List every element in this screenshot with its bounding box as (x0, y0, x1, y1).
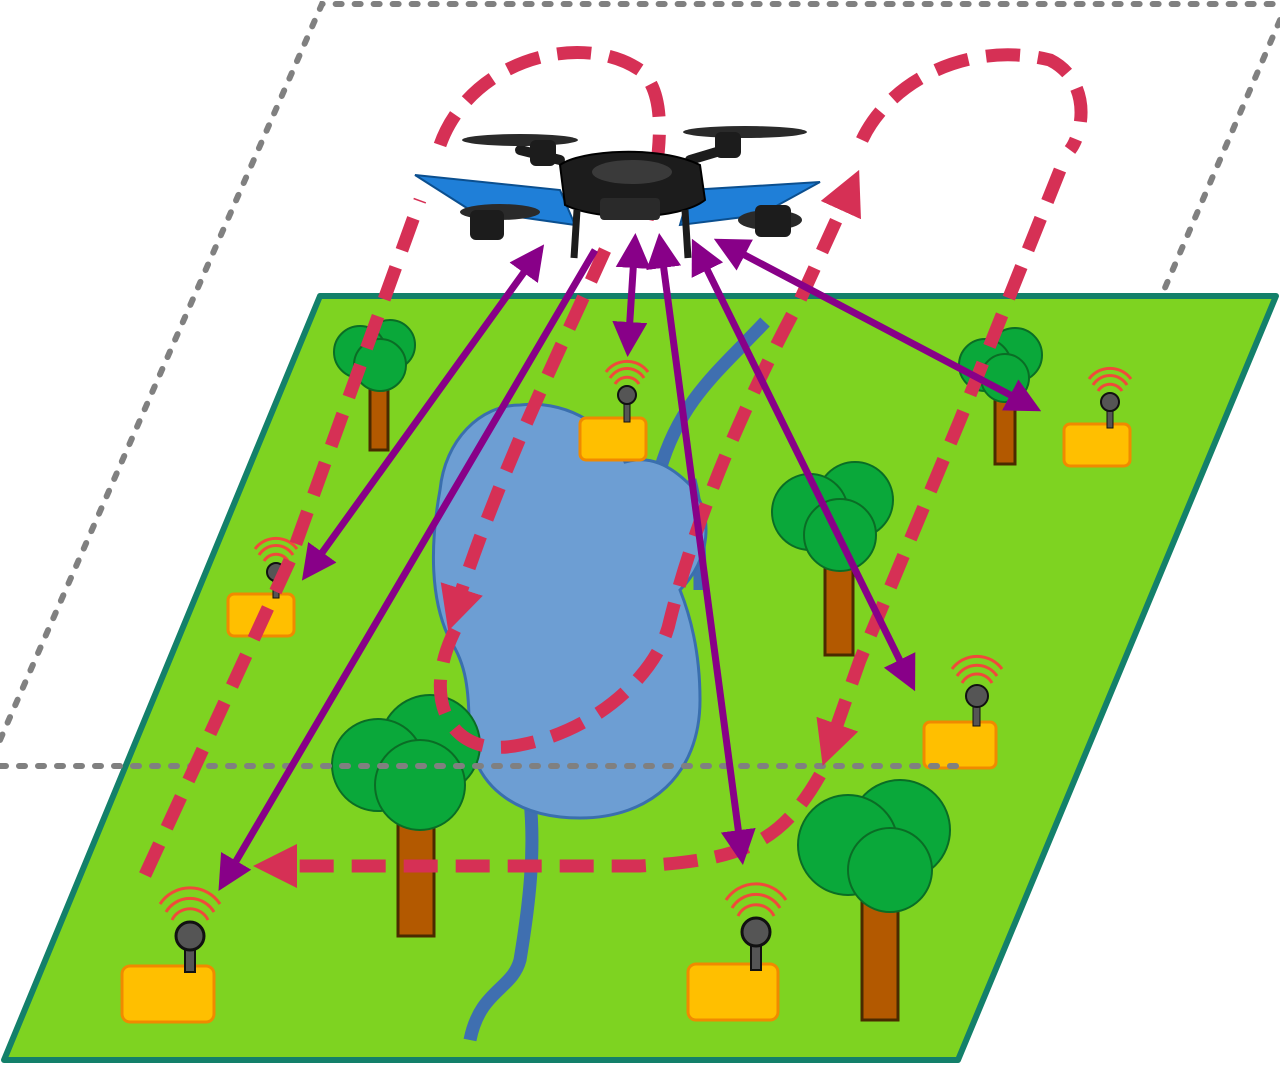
sensor-node-bottom-center (686, 882, 788, 1022)
communication-links (218, 233, 1042, 892)
sensor-node-bottom-left (120, 886, 222, 1024)
sensor-node-top-right (1062, 366, 1133, 468)
quadcopter-drone-icon (414, 126, 821, 259)
link-to-top-center-sensor (612, 233, 651, 357)
tree-bottom-left (331, 694, 481, 938)
tree-bottom-right (797, 779, 951, 1022)
sensor-node-top-center (578, 359, 650, 462)
sensor-node-mid-right (922, 654, 1004, 770)
flight-path-lake-arc (433, 169, 861, 754)
link-to-top-right-sensor (713, 238, 1042, 412)
flight-path-right-loop (856, 48, 1088, 154)
link-to-bottom-left-sensor (218, 248, 599, 892)
link-to-mid-left-sensor (301, 244, 545, 581)
